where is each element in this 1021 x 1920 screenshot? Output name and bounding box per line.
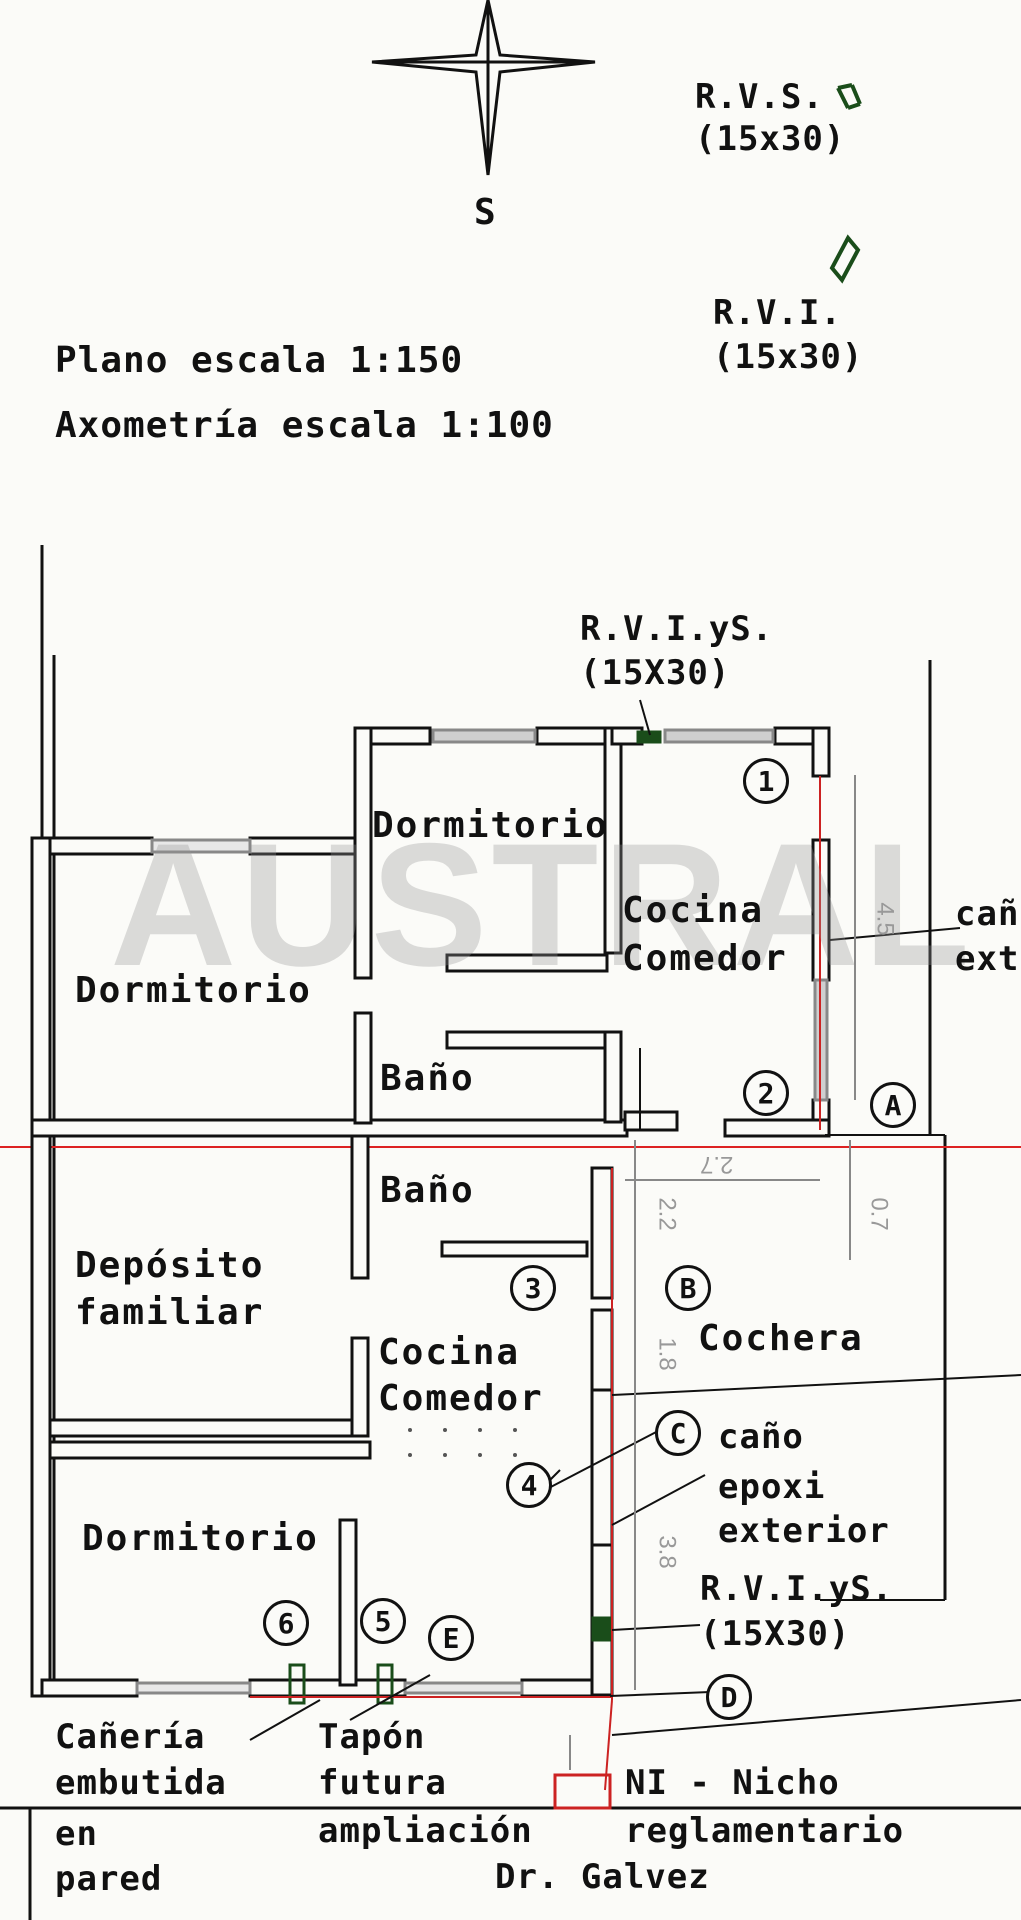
top-side-label-line1: caño xyxy=(955,894,1021,934)
rvi-symbol xyxy=(829,234,861,284)
bottom-pipe-line1: caño xyxy=(718,1417,804,1457)
marker-1: 1 xyxy=(743,758,789,804)
axonometry-scale-text: Axometría escala 1:100 xyxy=(55,405,554,446)
compass-south-label: S xyxy=(474,192,497,233)
bottom-room-bath: Baño xyxy=(380,1170,475,1211)
legend-rvs-name: R.V.S. xyxy=(695,77,824,117)
top-room-bath: Baño xyxy=(380,1058,475,1099)
dimension-label: 4.5 xyxy=(871,902,899,936)
bottom-pipe-line3: exterior xyxy=(718,1511,890,1551)
legend-rvi-name: R.V.I. xyxy=(713,293,842,333)
dimension-label: 3.8 xyxy=(653,1535,681,1569)
top-side-label-line2: ext xyxy=(955,939,1020,979)
bottom-room-kitchen-line2: Comedor xyxy=(378,1378,544,1419)
note-embedded-line4: pared xyxy=(55,1859,163,1899)
bottom-room-bedroom: Dormitorio xyxy=(82,1518,319,1559)
note-niche-line1: NI - Nicho xyxy=(625,1763,840,1803)
marker-6: 6 xyxy=(263,1600,309,1646)
marker-4: 4 xyxy=(506,1462,552,1508)
marker-c: C xyxy=(655,1410,701,1456)
marker-2: 2 xyxy=(743,1070,789,1116)
street-name: Dr. Galvez xyxy=(495,1857,710,1897)
marker-a: A xyxy=(870,1082,916,1128)
top-rviys-name: R.V.I.yS. xyxy=(580,609,774,649)
note-plug-line3: ampliación xyxy=(318,1811,533,1851)
marker-e: E xyxy=(428,1615,474,1661)
compass-star xyxy=(371,0,596,176)
bottom-rviys-size: (15X30) xyxy=(700,1614,851,1654)
bottom-pipe-line2: epoxi xyxy=(718,1467,826,1507)
legend-rvs-size: (15x30) xyxy=(695,119,846,159)
note-niche-line2: reglamentario xyxy=(625,1811,905,1851)
plan-scale-text: Plano escala 1:150 xyxy=(55,340,464,381)
top-rviys-size: (15X30) xyxy=(580,653,731,693)
top-room-bedroom-small: Dormitorio xyxy=(372,805,609,846)
bottom-room-storage-line2: familiar xyxy=(75,1292,265,1333)
note-plug-line2: futura xyxy=(318,1763,447,1803)
legend-rvi-size: (15x30) xyxy=(713,337,864,377)
dimension-label: 0.7 xyxy=(865,1197,893,1231)
dimension-label: 1.8 xyxy=(653,1337,681,1371)
marker-5: 5 xyxy=(360,1598,406,1644)
bottom-room-storage-line1: Depósito xyxy=(75,1245,265,1286)
top-room-kitchen-line1: Cocina xyxy=(622,890,765,931)
note-embedded-line1: Cañería xyxy=(55,1717,206,1757)
top-room-bedroom-left: Dormitorio xyxy=(75,970,312,1011)
note-plug-line1: Tapón xyxy=(318,1717,426,1757)
top-room-kitchen-line2: Comedor xyxy=(622,938,788,979)
note-embedded-line2: embutida xyxy=(55,1763,227,1803)
marker-d: D xyxy=(706,1674,752,1720)
note-embedded-line3: en xyxy=(55,1814,98,1854)
marker-3: 3 xyxy=(510,1265,556,1311)
dimension-label: 2.7 xyxy=(700,1151,734,1178)
dimension-label: 2.2 xyxy=(653,1197,681,1231)
bottom-garage: Cochera xyxy=(698,1318,864,1359)
rvs-symbol xyxy=(836,83,862,110)
bottom-rviys-name: R.V.I.yS. xyxy=(700,1569,894,1609)
bottom-room-kitchen-line1: Cocina xyxy=(378,1332,521,1373)
marker-b: B xyxy=(665,1265,711,1311)
